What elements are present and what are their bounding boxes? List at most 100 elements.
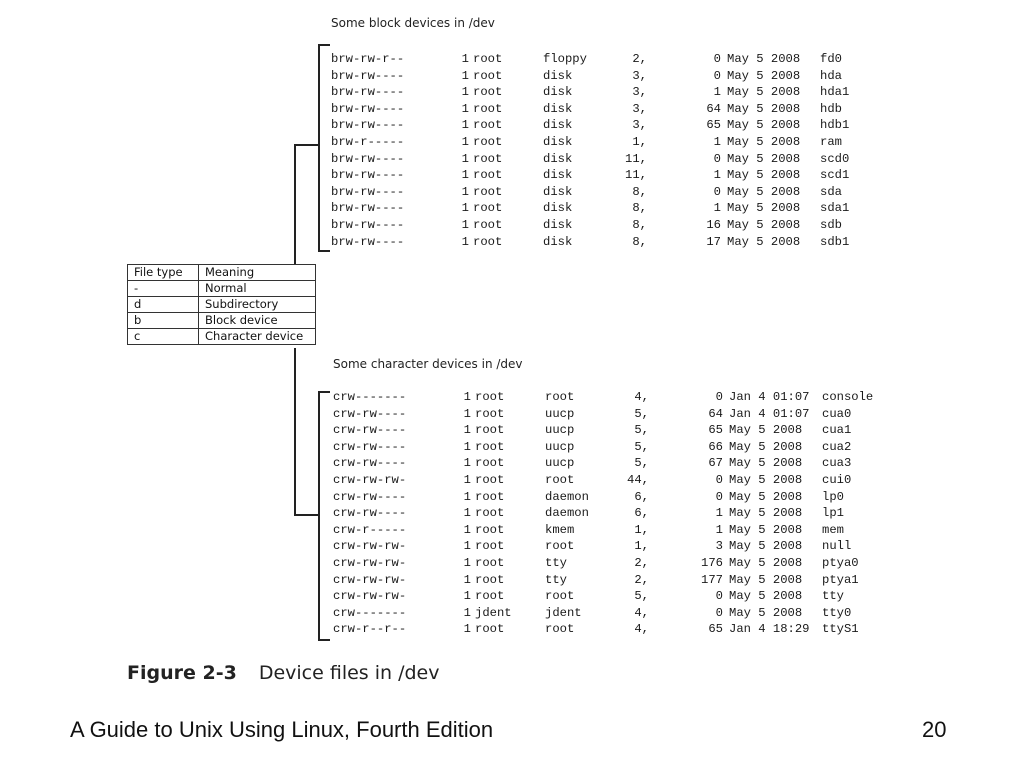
block-connector-vertical bbox=[294, 144, 296, 264]
file-type-legend-table: File type Meaning - Normal d Subdirector… bbox=[127, 264, 316, 345]
device-minor: 17 bbox=[706, 234, 721, 249]
device-name: ptya1 bbox=[822, 572, 859, 587]
legend-meaning: Block device bbox=[198, 312, 316, 329]
device-perm: crw-rw-rw- bbox=[333, 555, 407, 570]
device-links: 1 bbox=[463, 522, 471, 537]
device-major: 11, bbox=[625, 168, 647, 183]
device-name: cua0 bbox=[822, 406, 852, 421]
legend-row: d Subdirectory bbox=[127, 296, 316, 313]
device-minor: 1 bbox=[713, 168, 721, 183]
device-perm: brw-rw-r-- bbox=[331, 52, 405, 66]
device-date: May 5 2008 bbox=[727, 217, 801, 232]
device-perm: brw-rw---- bbox=[331, 118, 405, 133]
device-date: May 5 2008 bbox=[729, 506, 803, 521]
device-owner: root bbox=[473, 85, 503, 100]
device-major: 2, bbox=[632, 52, 647, 66]
device-name: lp1 bbox=[822, 506, 844, 521]
device-owner: root bbox=[473, 168, 503, 183]
device-links: 1 bbox=[463, 622, 471, 637]
device-major: 6, bbox=[634, 506, 649, 521]
legend-header-row: File type Meaning bbox=[127, 264, 316, 281]
device-major: 8, bbox=[632, 234, 647, 249]
footer-book-title: A Guide to Unix Using Linux, Fourth Edit… bbox=[70, 717, 494, 742]
legend-meaning: Normal bbox=[198, 280, 316, 297]
device-links: 1 bbox=[463, 390, 471, 404]
device-minor: 65 bbox=[708, 423, 723, 438]
device-name: ttyS1 bbox=[822, 622, 859, 637]
device-links: 1 bbox=[461, 68, 469, 83]
device-perm: crw-rw---- bbox=[333, 506, 407, 521]
device-minor: 64 bbox=[706, 101, 721, 116]
device-group: kmem bbox=[545, 522, 575, 537]
device-name: cua1 bbox=[822, 423, 852, 438]
device-group: root bbox=[545, 539, 575, 554]
figure-caption-text: Device files in /dev bbox=[258, 662, 440, 684]
device-links: 1 bbox=[463, 539, 471, 554]
device-group: tty bbox=[545, 555, 567, 570]
device-group: disk bbox=[543, 68, 573, 83]
device-links: 1 bbox=[463, 423, 471, 438]
block-connector-horizontal bbox=[294, 144, 318, 146]
device-owner: root bbox=[473, 184, 503, 199]
device-owner: root bbox=[475, 472, 505, 487]
device-major: 3, bbox=[632, 85, 647, 100]
device-date: May 5 2008 bbox=[729, 589, 803, 604]
char-devices-title: Some character devices in /dev bbox=[333, 357, 523, 371]
device-major: 8, bbox=[632, 184, 647, 199]
legend-file-type: - bbox=[127, 280, 199, 297]
device-minor: 67 bbox=[708, 456, 723, 471]
device-perm: crw-rw---- bbox=[333, 423, 407, 438]
device-name: null bbox=[822, 539, 852, 554]
device-minor: 0 bbox=[715, 589, 723, 604]
device-group: root bbox=[545, 622, 575, 637]
device-links: 1 bbox=[461, 101, 469, 116]
device-group: jdent bbox=[545, 605, 582, 620]
device-major: 8, bbox=[632, 201, 647, 216]
device-perm: brw-rw---- bbox=[331, 217, 405, 232]
device-major: 5, bbox=[634, 439, 649, 454]
device-major: 3, bbox=[632, 118, 647, 133]
device-group: disk bbox=[543, 85, 573, 100]
device-major: 1, bbox=[634, 539, 649, 554]
device-perm: crw------- bbox=[333, 605, 407, 620]
device-owner: root bbox=[475, 406, 505, 421]
device-links: 1 bbox=[463, 439, 471, 454]
device-owner: root bbox=[473, 101, 503, 116]
device-name: sda1 bbox=[820, 201, 850, 216]
device-date: May 5 2008 bbox=[729, 555, 803, 570]
device-owner: root bbox=[475, 539, 505, 554]
device-minor: 1 bbox=[713, 85, 721, 100]
device-group: disk bbox=[543, 134, 573, 149]
device-name: scd0 bbox=[820, 151, 850, 166]
legend-header-file-type: File type bbox=[127, 264, 199, 281]
device-minor: 0 bbox=[713, 52, 721, 66]
device-owner: jdent bbox=[475, 605, 512, 620]
device-name: fd0 bbox=[820, 52, 842, 66]
device-name: ptya0 bbox=[822, 555, 859, 570]
device-owner: root bbox=[475, 506, 505, 521]
device-name: hda bbox=[820, 68, 842, 83]
device-group: floppy bbox=[543, 52, 587, 66]
legend-row: c Character device bbox=[127, 328, 316, 345]
device-perm: crw-rw-rw- bbox=[333, 539, 407, 554]
device-minor: 1 bbox=[713, 134, 721, 149]
device-perm: brw-rw---- bbox=[331, 201, 405, 216]
device-owner: root bbox=[475, 439, 505, 454]
device-major: 3, bbox=[632, 68, 647, 83]
device-date: May 5 2008 bbox=[727, 151, 801, 166]
device-group: root bbox=[545, 589, 575, 604]
device-date: May 5 2008 bbox=[729, 539, 803, 554]
device-links: 1 bbox=[461, 52, 469, 66]
device-date: May 5 2008 bbox=[729, 572, 803, 587]
device-perm: crw-rw---- bbox=[333, 489, 407, 504]
device-name: mem bbox=[822, 522, 844, 537]
device-date: Jan 4 01:07 bbox=[729, 390, 810, 404]
device-major: 11, bbox=[625, 151, 647, 166]
legend-file-type: b bbox=[127, 312, 199, 329]
device-owner: root bbox=[473, 134, 503, 149]
device-owner: root bbox=[475, 522, 505, 537]
device-perm: crw-rw---- bbox=[333, 456, 407, 471]
device-name: sdb bbox=[820, 217, 842, 232]
device-minor: 0 bbox=[713, 184, 721, 199]
device-links: 1 bbox=[463, 406, 471, 421]
